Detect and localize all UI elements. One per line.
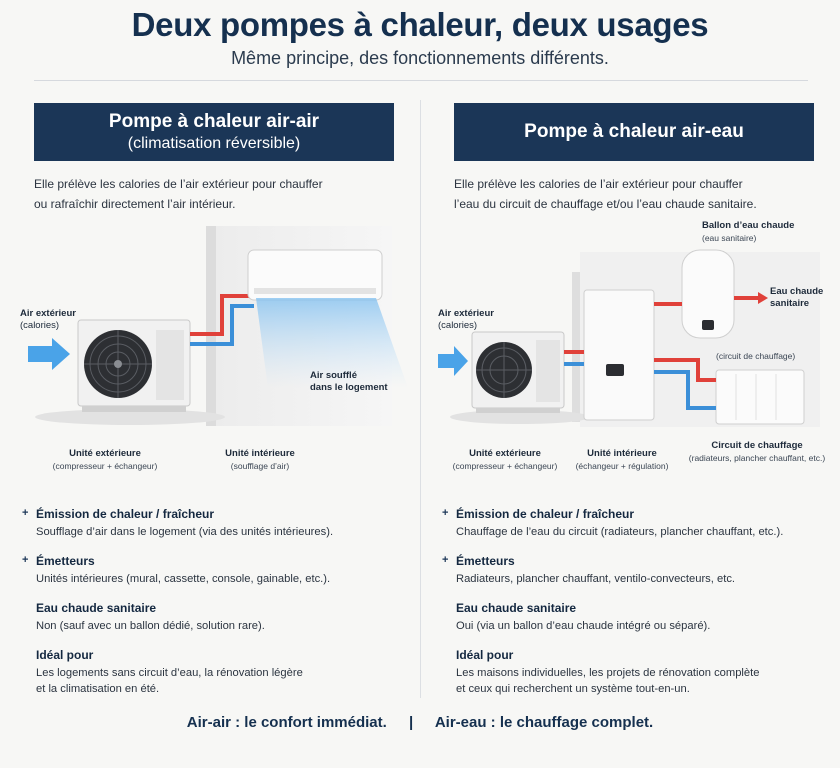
hot-pipe	[190, 294, 254, 336]
outside-air-arrow	[28, 338, 70, 370]
air-air-description-line-1: Elle prélève les calories de l’air extér…	[34, 177, 323, 191]
plus-icon: +	[22, 554, 29, 566]
outdoor-unit-shadow	[450, 410, 590, 424]
feature-text: Non (sauf avec un ballon dédié, solution…	[36, 620, 265, 632]
indoor-unit-drawing	[247, 249, 383, 301]
air-eau-header: Pompe à chaleur air-eau	[454, 103, 814, 161]
air-air-title: Pompe à chaleur air-air	[108, 111, 320, 132]
air-air-header: Pompe à chaleur air-air (climatisation r…	[34, 103, 394, 161]
feature-title: Émission de chaleur / fraîcheur	[456, 507, 635, 521]
feature-text: Radiateurs, plancher chauffant, ventilo-…	[456, 573, 736, 585]
blown-air-flow	[256, 298, 408, 388]
outdoor-unit-label: Unité extérieure (compresseur + échangeu…	[52, 448, 158, 471]
outdoor-unit-drawing	[471, 331, 565, 413]
plus-icon: +	[22, 507, 29, 519]
wall-edge	[572, 272, 580, 422]
outdoor-unit-shadow	[35, 409, 225, 425]
feature-title: Idéal pour	[36, 648, 94, 662]
circuit-label: Circuit de chauffage (radiateurs, planch…	[688, 440, 826, 463]
footer-separator: |	[409, 714, 414, 731]
feature-text-line-2: et la climatisation en été.	[36, 683, 160, 695]
air-eau-diagram	[438, 249, 820, 427]
feature-text: Soufflage d’air dans le logement (via de…	[36, 526, 334, 538]
feature-title: Émetteurs	[456, 554, 515, 568]
air-air-column: Pompe à chaleur air-air (climatisation r…	[0, 103, 420, 710]
wall-edge	[206, 226, 216, 426]
air-eau-description: Elle prélève les calories de l’air extér…	[454, 174, 804, 214]
air-air-features: + Émission de chaleur / fraîcheur Souffl…	[22, 506, 402, 710]
feature-item: Eau chaude sanitaire Oui (via un ballon …	[442, 600, 822, 634]
feature-text-line-1: Les logements sans circuit d’eau, la rén…	[36, 667, 303, 679]
air-eau-title: Pompe à chaleur air-eau	[524, 121, 744, 142]
footer-left: Air-air : le confort immédiat.	[186, 714, 387, 731]
radiator-hot-pipe	[654, 358, 716, 382]
feature-text-line-2: et ceux qui recherchent un système tout-…	[456, 683, 690, 695]
air-air-subtitle: (climatisation réversible)	[127, 135, 301, 152]
page-title: Deux pompes à chaleur, deux usages	[131, 6, 709, 43]
air-air-description-line-2: ou rafraîchir directement l’air intérieu…	[34, 197, 236, 211]
page-subtitle: Même principe, des fonctionnements diffé…	[231, 48, 609, 68]
feature-item: Idéal pour Les maisons individuelles, le…	[442, 647, 822, 697]
feature-text: Les logements sans circuit d’eau, la rén…	[36, 665, 402, 697]
plus-icon: +	[442, 507, 449, 519]
air-air-illustration: Air extérieur (calories) Air soufflé dan…	[0, 212, 420, 482]
hot-water-arrow	[734, 292, 768, 304]
water-tank-drawing	[681, 249, 735, 339]
radiator-cold-pipe	[654, 370, 716, 410]
air-eau-description-line-2: l’eau du circuit de chauffage et/ou l’ea…	[454, 197, 757, 211]
indoor-unit-drawing	[583, 289, 655, 421]
feature-item: + Émission de chaleur / fraîcheur Souffl…	[22, 506, 402, 540]
outside-air-label: Air extérieur (calories)	[20, 308, 76, 331]
indoor-unit-label: Unité intérieure (échangeur + régulation…	[575, 448, 669, 471]
feature-item: + Émetteurs Unités intérieures (mural, c…	[22, 553, 402, 587]
outside-air-label: Air extérieur (calories)	[438, 308, 494, 331]
cold-pipe	[190, 304, 254, 346]
column-divider	[420, 100, 421, 698]
air-air-description: Elle prélève les calories de l’air extér…	[34, 174, 384, 214]
hot-water-label: Eau chaude sanitaire	[770, 286, 824, 309]
feature-title: Eau chaude sanitaire	[36, 601, 157, 615]
blown-air-label: Air soufflé dans le logement	[310, 370, 388, 393]
outdoor-unit-drawing	[77, 319, 191, 412]
feature-item: + Émission de chaleur / fraîcheur Chauff…	[442, 506, 822, 540]
feature-text: Chauffage de l’eau du circuit (radiateur…	[456, 526, 784, 538]
air-eau-illustration: Ballon d’eau chaude (eau sanitaire) Eau …	[420, 212, 840, 482]
feature-text: Les maisons individuelles, les projets d…	[456, 665, 822, 697]
top-divider	[34, 80, 808, 81]
plus-icon: +	[442, 554, 449, 566]
outside-air-arrow	[438, 346, 468, 376]
air-eau-column: Pompe à chaleur air-eau Elle prélève les…	[420, 0, 840, 768]
air-eau-description-line-1: Elle prélève les calories de l’air extér…	[454, 177, 743, 191]
feature-title: Eau chaude sanitaire	[456, 601, 577, 615]
footer-right: Air-eau : le chauffage complet.	[434, 714, 654, 731]
feature-title: Émission de chaleur / fraîcheur	[36, 507, 215, 521]
feature-text: Unités intérieures (mural, cassette, con…	[36, 573, 331, 585]
footer-tagline: Air-air : le confort immédiat. | Air-eau…	[0, 714, 840, 731]
air-eau-features: + Émission de chaleur / fraîcheur Chauff…	[442, 506, 822, 710]
feature-item: Eau chaude sanitaire Non (sauf avec un b…	[22, 600, 402, 634]
feature-text: Oui (via un ballon d’eau chaude intégré …	[456, 620, 711, 632]
circuit-small-label: (circuit de chauffage)	[716, 351, 796, 361]
outdoor-unit-label: Unité extérieure (compresseur + échangeu…	[452, 448, 558, 471]
air-air-diagram	[28, 226, 408, 426]
feature-item: Idéal pour Les logements sans circuit d’…	[22, 647, 402, 697]
feature-item: + Émetteurs Radiateurs, plancher chauffa…	[442, 553, 822, 587]
indoor-unit-label: Unité intérieure (soufflage d’air)	[225, 448, 295, 471]
tank-label: Ballon d’eau chaude (eau sanitaire)	[702, 220, 795, 243]
feature-title: Idéal pour	[456, 648, 514, 662]
radiator-drawing	[715, 369, 805, 425]
feature-title: Émetteurs	[36, 554, 95, 568]
feature-text-line-1: Les maisons individuelles, les projets d…	[456, 667, 760, 679]
